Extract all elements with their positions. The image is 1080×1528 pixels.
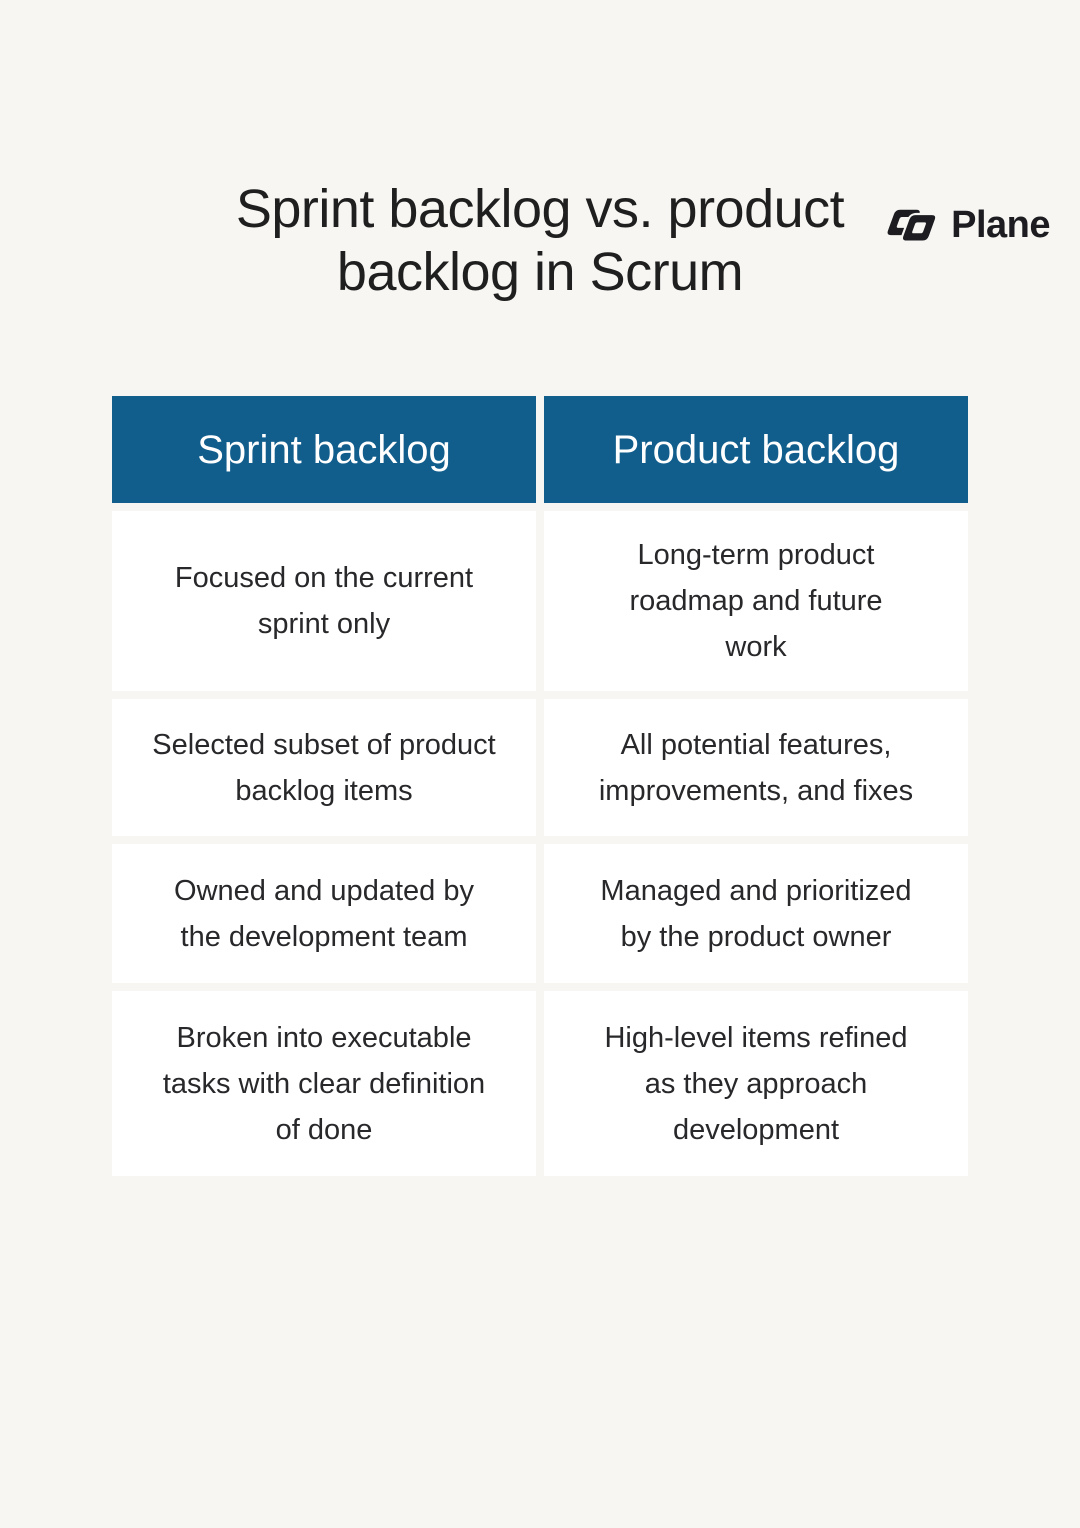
cell-sprint-row-3: Owned and updated by the development tea… xyxy=(112,844,536,983)
cell-product-row-3: Managed and prioritized by the product o… xyxy=(544,844,968,983)
brand-header: Plane xyxy=(882,204,1050,247)
cell-product-row-1: Long-term product roadmap and future wor… xyxy=(544,511,968,691)
cell-text: Broken into executable tasks with clear … xyxy=(162,1021,486,1146)
cell-text: Long-term product roadmap and future wor… xyxy=(629,539,883,663)
cell-product-row-2: All potential features, improvements, an… xyxy=(544,699,968,836)
cell-text: Focused on the current sprint only xyxy=(174,562,474,640)
cell-sprint-row-2: Selected subset of product backlog items xyxy=(112,699,536,836)
cell-sprint-row-4: Broken into executable tasks with clear … xyxy=(112,991,536,1176)
cell-text: All potential features, improvements, an… xyxy=(598,728,914,807)
plane-logo-icon xyxy=(887,209,938,243)
cell-text: Owned and updated by the development tea… xyxy=(174,874,474,953)
cell-product-row-4: High-level items refined as they approac… xyxy=(544,991,968,1176)
page-title: Sprint backlog vs. product backlog in Sc… xyxy=(235,179,845,302)
cell-text: Managed and prioritized by the product o… xyxy=(600,874,912,953)
column-header-product-backlog: Product backlog xyxy=(544,396,968,503)
column-header-label: Sprint backlog xyxy=(197,427,451,472)
cell-text: High-level items refined as they approac… xyxy=(604,1021,908,1146)
brand-name: Plane xyxy=(951,204,1050,246)
cell-text: Selected subset of product backlog items xyxy=(152,728,496,807)
column-header-sprint-backlog: Sprint backlog xyxy=(112,396,536,503)
infographic-page: { "page": { "background_color": "#F7F6F3… xyxy=(0,178,1080,1528)
cell-sprint-row-1: Focused on the current sprint only xyxy=(112,511,536,691)
column-header-label: Product backlog xyxy=(612,427,900,472)
comparison-table: Sprint backlog Product backlog Focused o… xyxy=(112,396,968,1176)
